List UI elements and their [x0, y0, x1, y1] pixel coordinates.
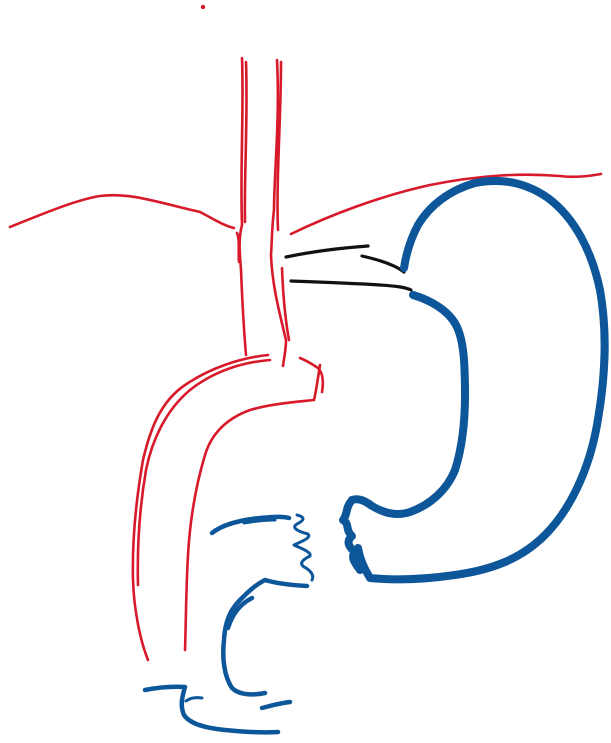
dot-mark: [201, 5, 205, 9]
gastroesophageal-junction-lines-lower: [291, 281, 411, 290]
tube-outer-curve-trace: [138, 360, 270, 585]
tube-outer-curve: [133, 355, 268, 660]
duodenum-hook: [223, 580, 307, 694]
tube-inner-curve: [185, 365, 320, 650]
duodenum-bottom-small: [262, 702, 290, 708]
duodenum-top-line: [212, 517, 289, 533]
stomach-pylorus-ridges: [343, 500, 360, 570]
stomach-outline: [358, 181, 605, 579]
pylorus-squiggle: [294, 515, 313, 580]
duodenum-bottom-small-2: [186, 698, 202, 701]
gastroesophageal-junction-lines: [286, 246, 404, 272]
stomach-outline-lesser: [352, 295, 465, 514]
esophagus-right-wall-trace: [278, 62, 289, 340]
esophagus-left-wall-trace: [245, 62, 247, 222]
diaphragm-left: [10, 195, 234, 228]
